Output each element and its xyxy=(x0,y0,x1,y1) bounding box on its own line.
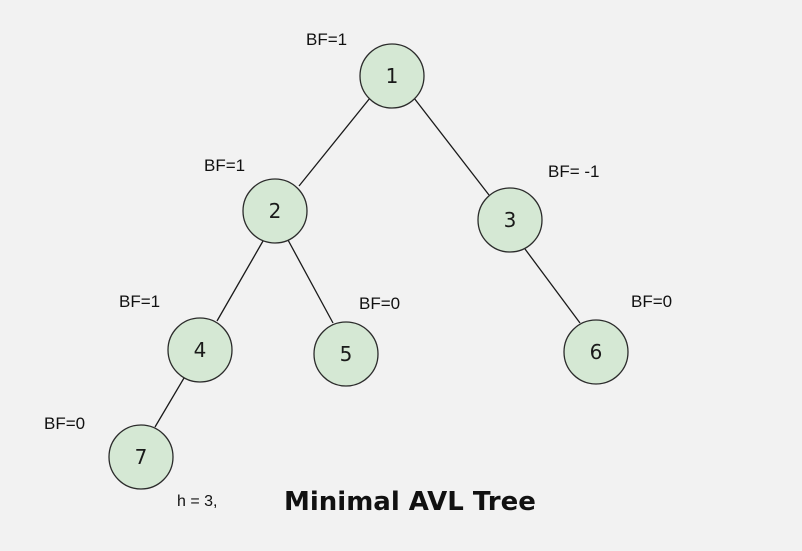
balance-factor-label: BF=1 xyxy=(204,156,245,175)
node-label: 3 xyxy=(504,208,517,232)
edge-1-2 xyxy=(298,97,371,187)
node-label: 1 xyxy=(386,64,399,88)
tree-node: 7 xyxy=(108,424,174,490)
node-circle xyxy=(167,317,233,383)
balance-factor-label: BF=0 xyxy=(359,294,400,313)
tree-node: 6 xyxy=(563,319,629,385)
edge-3-6 xyxy=(524,248,581,324)
node-circle xyxy=(477,187,543,253)
node-label: 4 xyxy=(194,338,207,362)
node-label: 6 xyxy=(590,340,603,364)
node-circle xyxy=(359,43,425,109)
tree-node: 1 xyxy=(359,43,425,109)
node-circle xyxy=(242,178,308,244)
diagram-title: Minimal AVL Tree xyxy=(284,487,536,517)
node-label: 5 xyxy=(340,342,353,366)
edge-4-7 xyxy=(154,377,185,428)
node-circle xyxy=(313,321,379,387)
edge-1-3 xyxy=(413,97,490,196)
node-label: 7 xyxy=(135,445,148,469)
node-label: 2 xyxy=(269,199,282,223)
balance-factor-label: BF= -1 xyxy=(548,162,600,181)
node-circle xyxy=(108,424,174,490)
balance-factor-label: BF=1 xyxy=(306,30,347,49)
balance-factor-label: BF=0 xyxy=(44,414,85,433)
tree-node: 2 xyxy=(242,178,308,244)
tree-node: 4 xyxy=(167,317,233,383)
edge-2-4 xyxy=(216,240,264,322)
balance-factor-label: BF=1 xyxy=(119,292,160,311)
balance-factor-label: BF=0 xyxy=(631,292,672,311)
tree-node: 5 xyxy=(313,321,379,387)
node-circle xyxy=(563,319,629,385)
tree-node: 3 xyxy=(477,187,543,253)
edge-2-5 xyxy=(287,239,334,324)
height-note: h = 3, xyxy=(177,493,217,510)
